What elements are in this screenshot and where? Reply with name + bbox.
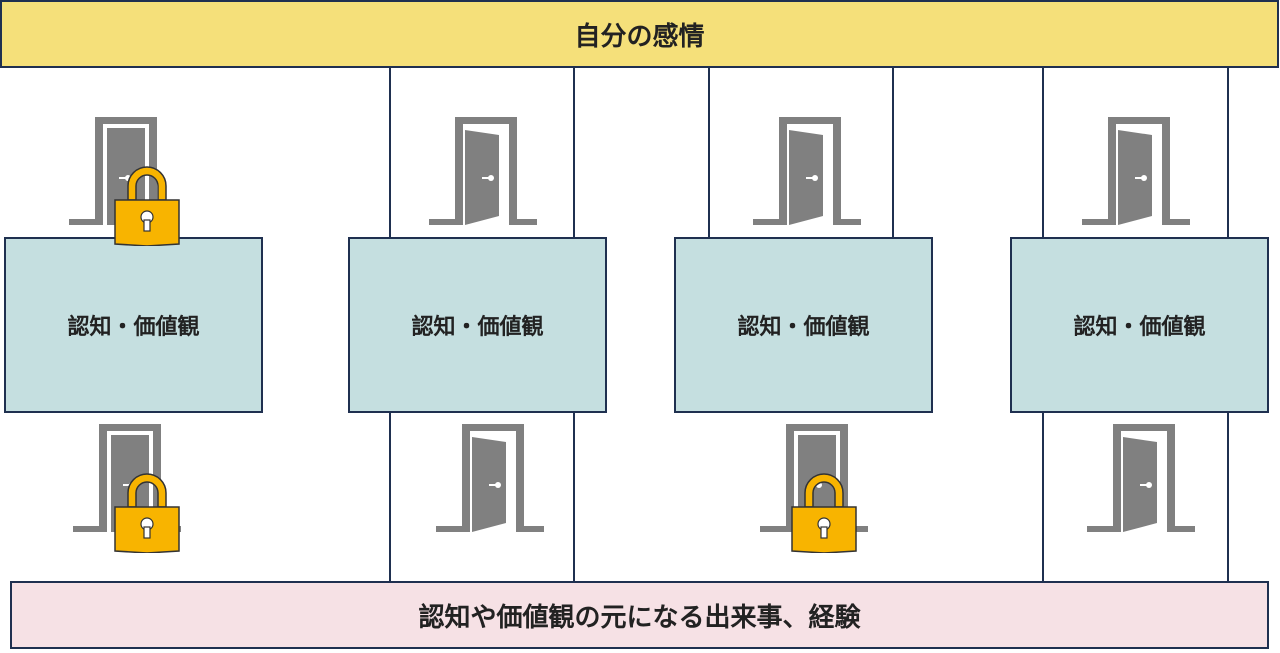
cognition-label: 認知・価値観 [737,315,870,340]
open-door-icon [429,117,537,225]
connector-line [708,67,710,238]
connector-line [892,67,894,238]
cognition-box: 認知・価値観 [1010,237,1269,413]
experience-label: 認知や価値観の元になる出来事、経験 [418,602,861,633]
padlock-icon [114,473,180,553]
connector-line [1042,412,1044,582]
padlock-icon [114,166,180,246]
connector-line [573,67,575,238]
cognition-label: 認知・価値観 [67,315,200,340]
open-door-icon [753,117,861,225]
connector-line [1227,67,1229,238]
connector-line [1227,412,1229,582]
padlock-icon [791,473,857,553]
open-door-icon [436,424,544,532]
cognition-label: 認知・価値観 [411,315,544,340]
connector-line [573,412,575,582]
cognition-label: 認知・価値観 [1073,315,1206,340]
emotion-label: 自分の感情 [574,21,705,52]
open-door-icon [1087,424,1195,532]
experience-bar: 認知や価値観の元になる出来事、経験 [10,581,1269,649]
cognition-box: 認知・価値観 [674,237,933,413]
cognition-box: 認知・価値観 [348,237,607,413]
open-door-icon [1082,117,1190,225]
emotion-bar: 自分の感情 [0,0,1279,68]
cognition-box: 認知・価値観 [4,237,263,413]
connector-line [1042,67,1044,238]
connector-line [389,412,391,582]
connector-line [389,67,391,238]
